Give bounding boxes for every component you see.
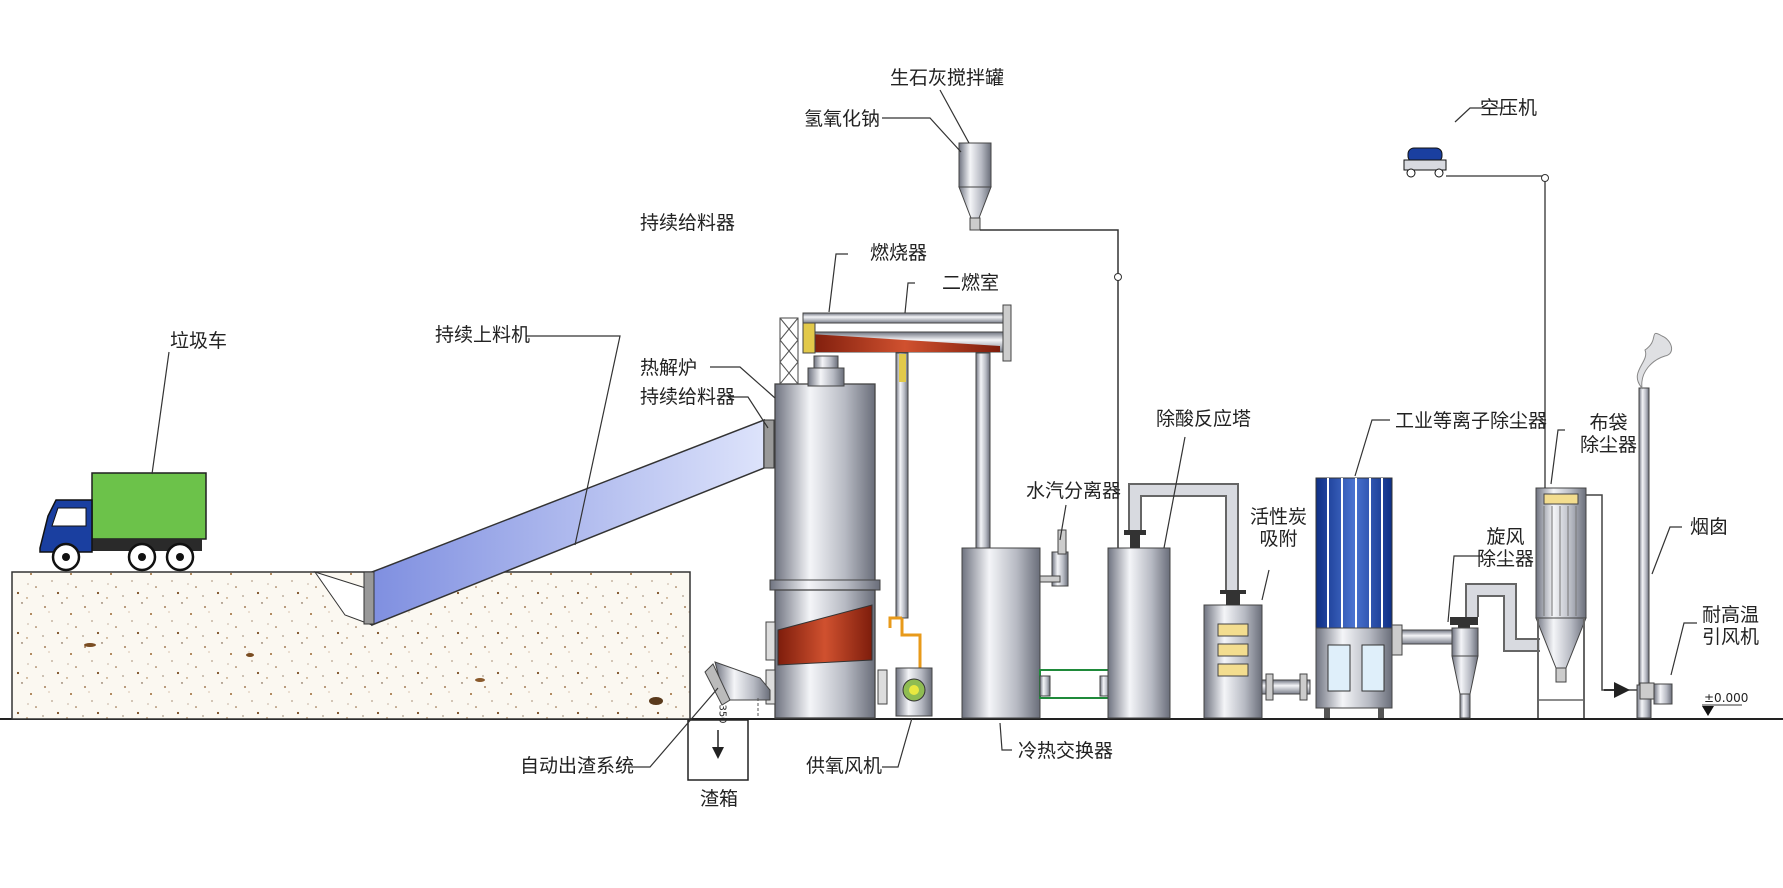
steam-separator: [1039, 529, 1069, 587]
label-slag-mark: 350: [716, 704, 728, 724]
label-plasma-dust-collector: 工业等离子除尘器: [1395, 410, 1548, 432]
pipe-yellow-joint: [899, 354, 906, 382]
label-cyclone: 旋风 除尘器: [1477, 526, 1535, 570]
label-continuous-feeder: 持续给料器: [640, 386, 736, 408]
label-chimney: 烟囱: [1690, 516, 1729, 538]
slag-discharge-system: [687, 661, 771, 781]
label-steam-separator: 水汽分离器: [1026, 480, 1122, 502]
air-compressor: [1403, 147, 1549, 488]
label-burner: 燃烧器: [870, 242, 928, 264]
quicklime-tank: [958, 142, 1122, 548]
label-induced-draft-fan: 耐高温 引风机: [1702, 604, 1760, 648]
label-quicklime-tank: 生石灰搅拌罐: [890, 67, 1005, 89]
label-deacid-tower: 除酸反应塔: [1156, 408, 1252, 430]
continuous-loader: [363, 418, 775, 627]
label-ground-level: ±0.000: [1704, 691, 1749, 705]
baghouse: [1535, 487, 1640, 718]
label-continuous-feeder-top: 持续给料器: [640, 212, 736, 234]
label-activated-carbon: 活性炭 吸附: [1250, 506, 1308, 550]
label-sodium-hydroxide: 氢氧化钠: [804, 108, 881, 130]
pyrolysis-furnace: [765, 317, 888, 719]
oxygen-fan: [888, 616, 933, 717]
label-pyrolysis-furnace: 热解炉: [640, 357, 698, 379]
label-air-compressor: 空压机: [1480, 97, 1538, 119]
label-heat-exchanger: 冷热交换器: [1018, 740, 1114, 762]
storage-pit: [11, 571, 691, 720]
chimney: [1636, 332, 1673, 719]
induced-draft-fan: [1604, 682, 1673, 705]
plasma-dust-collector: [1315, 477, 1403, 718]
down-pipe-1: [895, 352, 909, 619]
garbage-truck: [39, 472, 207, 572]
cyclone: [1401, 583, 1540, 719]
heat-exchanger: [961, 547, 1111, 719]
label-baghouse: 布袋 除尘器: [1580, 412, 1638, 456]
activated-carbon: [1203, 590, 1311, 719]
ground-level-marker: [1702, 704, 1742, 716]
label-slag-system: 自动出渣系统: [520, 755, 635, 777]
label-continuous-loader: 持续上料机: [435, 324, 531, 346]
label-secondary-chamber: 二燃室: [942, 272, 1000, 294]
down-pipe-2: [975, 352, 991, 549]
label-garbage-truck: 垃圾车: [170, 330, 228, 352]
secondary-chamber: [802, 304, 1012, 362]
leader-lines: [151, 89, 1697, 768]
label-slag-box: 渣箱: [700, 788, 739, 810]
label-oxygen-fan: 供氧风机: [806, 755, 883, 777]
deacid-tower: [1107, 483, 1239, 719]
